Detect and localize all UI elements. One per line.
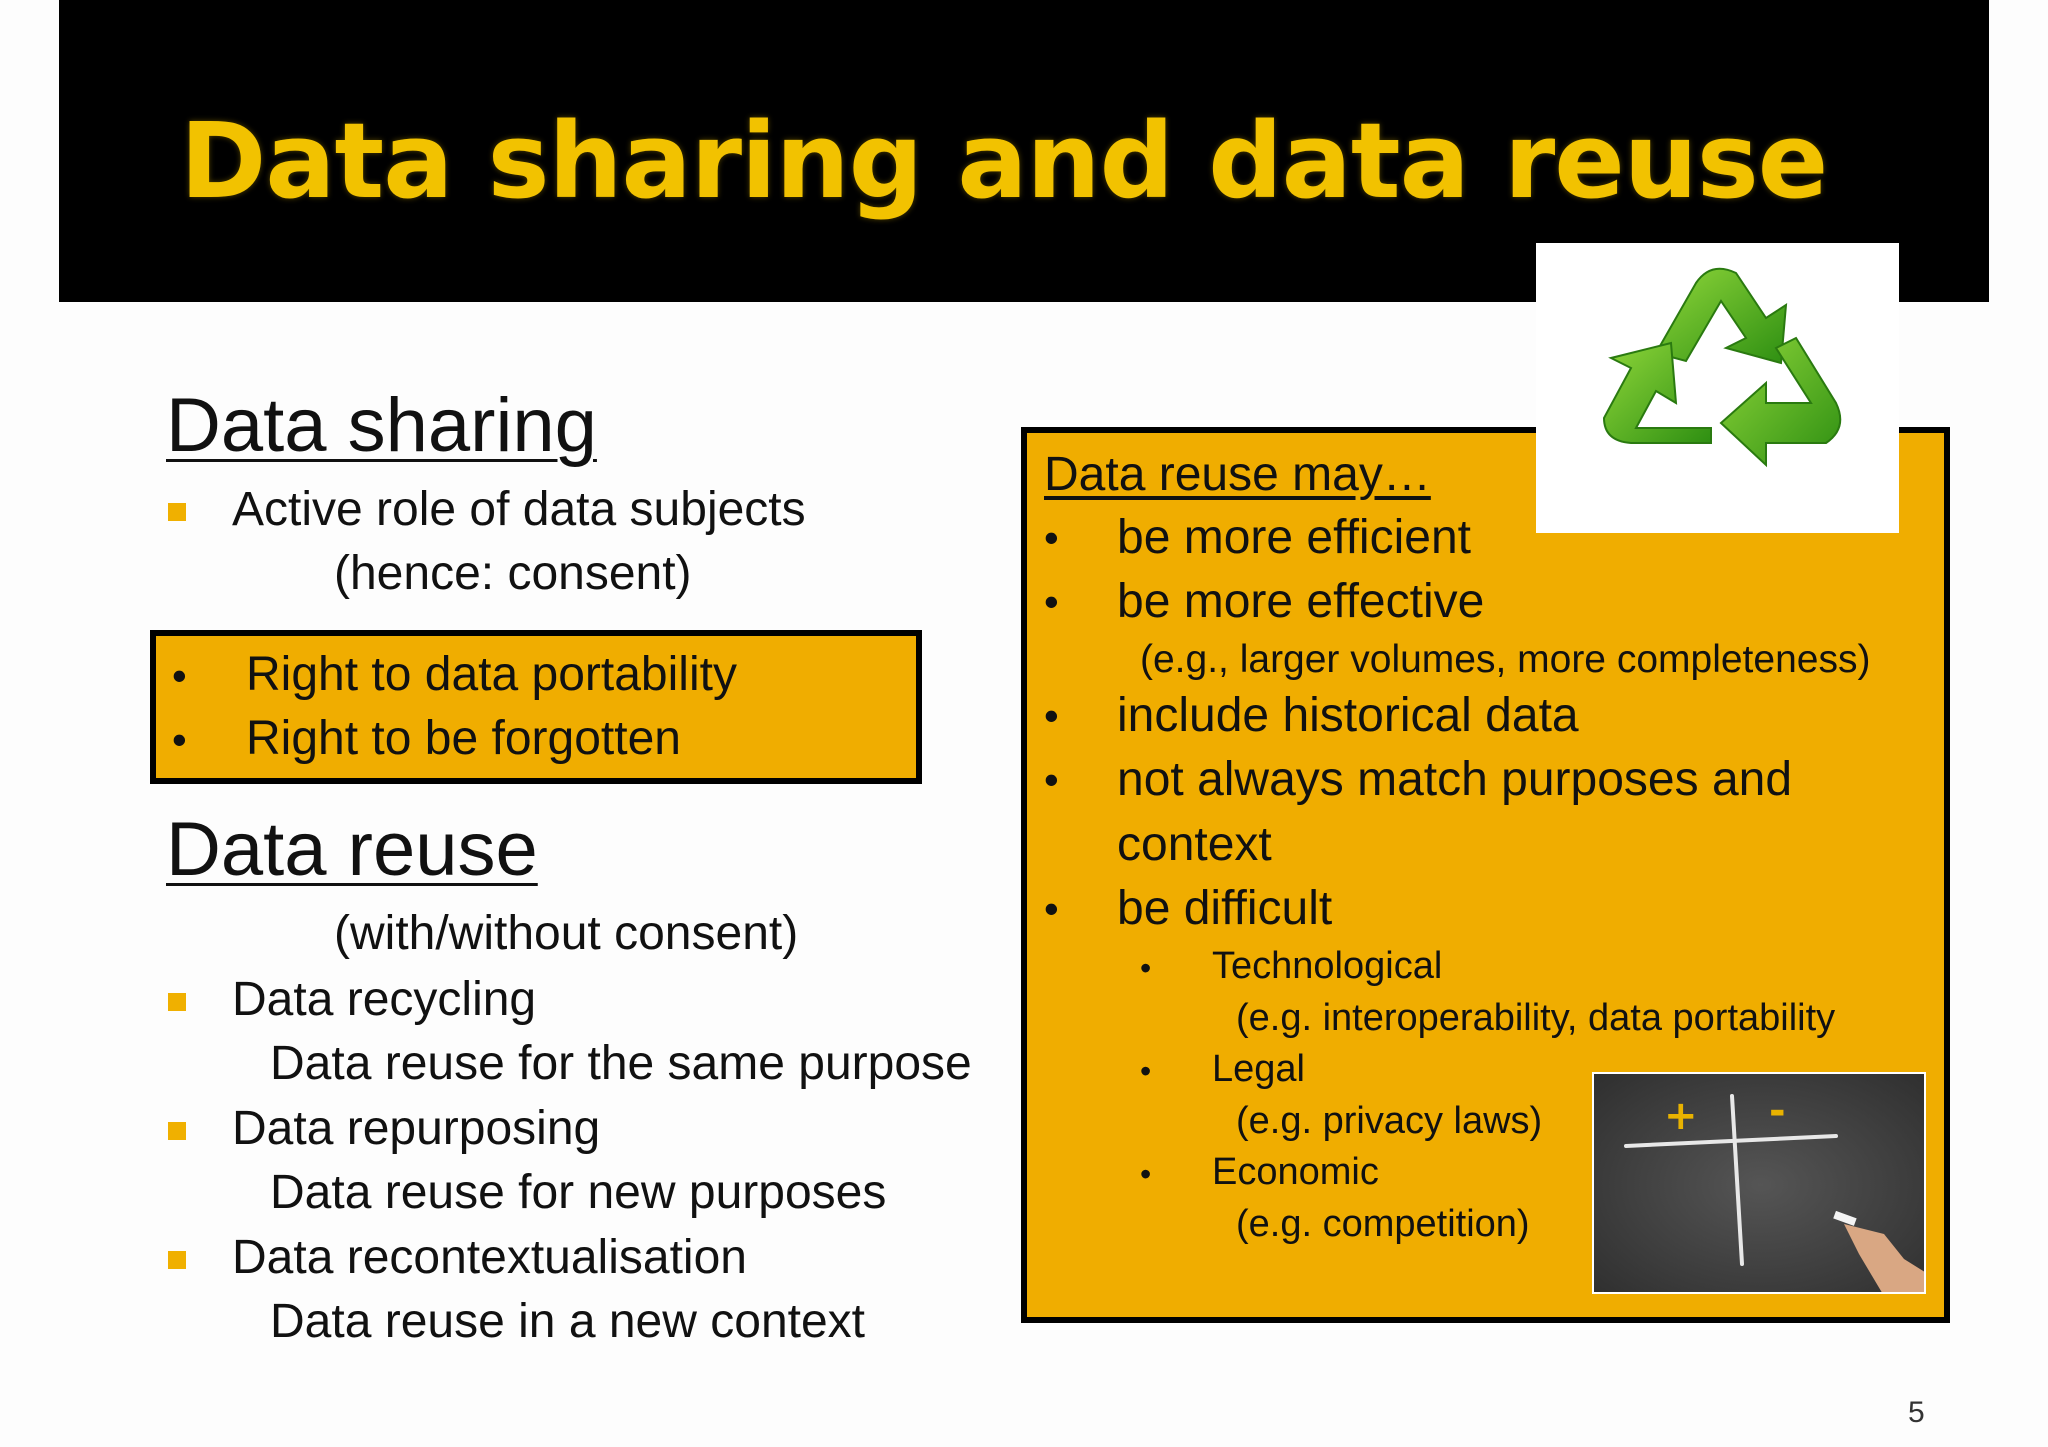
minus-mark: - (1769, 1088, 1786, 1134)
reuse-may-heading: Data reuse may… (1044, 448, 1431, 501)
reuse-item: Data recycling (232, 973, 537, 1026)
chalkboard-image: + - (1592, 1072, 1926, 1294)
recycle-icon (1536, 243, 1899, 533)
difficulty-note: (e.g. interoperability, data portability (1236, 997, 1836, 1039)
bullet-icon: • (1140, 1053, 1152, 1089)
reuse-note: (with/without consent) (334, 907, 799, 960)
bullet-icon: • (172, 652, 187, 699)
square-bullet-icon (168, 1122, 186, 1140)
sharing-item: Active role of data subjects (232, 483, 806, 536)
slide-title: Data sharing and data reuse (180, 100, 1828, 222)
bullet-icon: • (1044, 692, 1059, 739)
bullet-icon: • (1140, 1156, 1152, 1192)
square-bullet-icon (168, 1251, 186, 1269)
difficulty-item: Economic (1212, 1151, 1379, 1193)
reuse-may-item: include historical data (1117, 689, 1579, 742)
difficulty-item: Technological (1212, 945, 1443, 987)
reuse-item: Data recontextualisation (232, 1231, 747, 1284)
difficulty-item: Legal (1212, 1048, 1305, 1090)
reuse-may-item-cont: context (1117, 818, 1272, 871)
difficulty-note: (e.g. competition) (1236, 1203, 1530, 1245)
bullet-icon: • (1044, 578, 1059, 625)
rights-item: Right to be forgotten (246, 712, 681, 765)
reuse-item-sub: Data reuse for the same purpose (270, 1037, 972, 1090)
rights-box (150, 630, 922, 784)
reuse-item: Data repurposing (232, 1102, 601, 1155)
reuse-may-item: be difficult (1117, 882, 1333, 935)
reuse-may-note: (e.g., larger volumes, more completeness… (1140, 638, 1871, 681)
bullet-icon: • (1044, 514, 1059, 561)
bullet-icon: • (1044, 756, 1059, 803)
reuse-may-item: not always match purposes and (1117, 753, 1793, 806)
data-reuse-heading: Data reuse (166, 807, 538, 892)
reuse-item-sub: Data reuse for new purposes (270, 1166, 887, 1219)
reuse-item-sub: Data reuse in a new context (270, 1295, 866, 1348)
bullet-icon: • (1044, 885, 1059, 932)
bullet-icon: • (1140, 950, 1152, 986)
data-sharing-heading: Data sharing (166, 383, 597, 468)
reuse-may-item: be more efficient (1117, 511, 1471, 564)
square-bullet-icon (168, 993, 186, 1011)
difficulty-note: (e.g. privacy laws) (1236, 1100, 1543, 1142)
reuse-may-item: be more effective (1117, 575, 1485, 628)
sharing-item-note: (hence: consent) (334, 547, 692, 600)
bullet-icon: • (172, 716, 187, 763)
square-bullet-icon (168, 503, 186, 521)
rights-item: Right to data portability (246, 648, 737, 701)
plus-mark: + (1664, 1093, 1698, 1139)
page-number: 5 (1908, 1396, 1925, 1429)
